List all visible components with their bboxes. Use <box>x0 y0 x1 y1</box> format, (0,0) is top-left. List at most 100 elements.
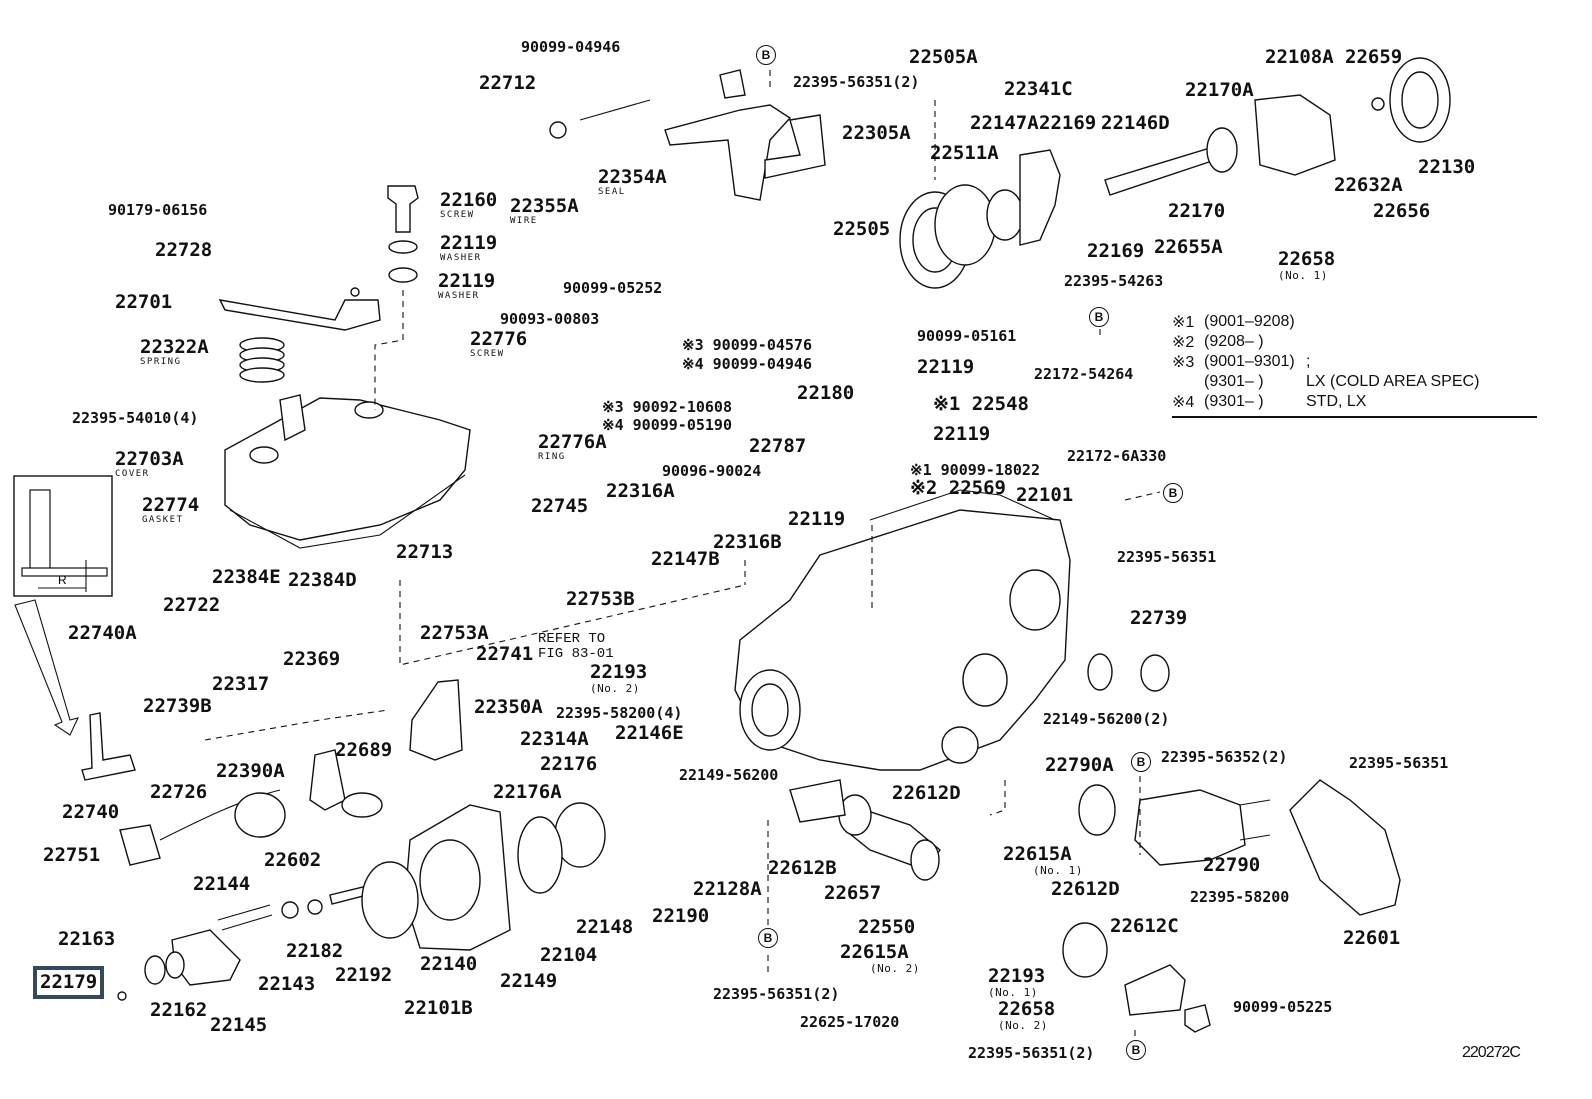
part-callout[interactable]: 22193(No. 2) <box>590 663 647 695</box>
part-callout[interactable]: 22169 <box>1039 114 1096 133</box>
part-callout[interactable]: 22739B <box>143 697 212 716</box>
part-callout[interactable]: 22341C <box>1004 80 1073 99</box>
part-callout[interactable]: 22615A(No. 2) <box>840 943 920 975</box>
part-callout[interactable]: 22740A <box>68 624 137 643</box>
part-callout[interactable]: 22384E <box>212 568 281 587</box>
part-callout[interactable]: 22395-58200(4) <box>556 706 682 721</box>
part-callout[interactable]: 22658(No. 1) <box>1278 250 1335 282</box>
part-callout[interactable]: 22193(No. 1) <box>988 967 1045 999</box>
part-callout[interactable]: ※4 90099-04946 <box>682 357 812 372</box>
part-callout[interactable]: 22701 <box>115 293 172 312</box>
part-callout[interactable]: 22751 <box>43 846 100 865</box>
part-callout[interactable]: 22147A <box>970 114 1039 133</box>
part-callout[interactable]: 22740 <box>62 803 119 822</box>
part-callout[interactable]: 22745 <box>531 497 588 516</box>
part-callout[interactable]: 22176 <box>540 755 597 774</box>
part-callout[interactable]: 22658(No. 2) <box>998 1000 1055 1032</box>
part-callout[interactable]: 22145 <box>210 1016 267 1035</box>
part-callout[interactable]: 22505 <box>833 220 890 239</box>
part-callout[interactable]: 22146E <box>615 724 684 743</box>
part-callout[interactable]: 22395-56351(2) <box>713 987 839 1002</box>
part-callout[interactable]: 22149-56200 <box>679 768 778 783</box>
part-callout[interactable]: 90099-05252 <box>563 281 662 296</box>
part-callout[interactable]: 22119 <box>917 358 974 377</box>
part-callout[interactable]: 22143 <box>258 975 315 994</box>
part-callout[interactable]: 22192 <box>335 966 392 985</box>
part-callout[interactable]: ※4 90099-05190 <box>602 418 732 433</box>
part-callout[interactable]: 90179-06156 <box>108 203 207 218</box>
part-callout[interactable]: 22144 <box>193 875 250 894</box>
part-callout[interactable]: 22741 <box>476 645 533 664</box>
part-callout[interactable]: 22169 <box>1087 242 1144 261</box>
part-callout[interactable]: 22316A <box>606 482 675 501</box>
part-callout[interactable]: 22790A <box>1045 756 1114 775</box>
part-callout[interactable]: 22180 <box>797 384 854 403</box>
part-callout[interactable]: 90099-05161 <box>917 329 1016 344</box>
part-callout[interactable]: ※1 22548 <box>933 395 1029 414</box>
part-callout[interactable]: 22395-54263 <box>1064 274 1163 289</box>
part-callout-highlighted[interactable]: 22179 <box>32 966 105 999</box>
part-callout[interactable]: 22314A <box>520 730 589 749</box>
part-callout[interactable]: 22601 <box>1343 929 1400 948</box>
part-callout[interactable]: 22612D <box>1051 880 1120 899</box>
part-callout[interactable]: 22390A <box>216 762 285 781</box>
part-callout[interactable]: 22656 <box>1373 202 1430 221</box>
part-callout[interactable]: 22722 <box>163 596 220 615</box>
part-callout[interactable]: 22632A <box>1334 176 1403 195</box>
part-callout[interactable]: 90099-05225 <box>1233 1000 1332 1015</box>
part-callout[interactable]: 22612C <box>1110 917 1179 936</box>
part-callout[interactable]: 22384D <box>288 571 357 590</box>
part-callout[interactable]: 22350A <box>474 698 543 717</box>
part-callout[interactable]: 22170A <box>1185 81 1254 100</box>
part-callout[interactable]: 22657 <box>824 884 881 903</box>
part-callout[interactable]: 22625-17020 <box>800 1015 899 1030</box>
part-callout[interactable]: 22615A(No. 1) <box>1003 845 1083 877</box>
part-callout[interactable]: 22101 <box>1016 486 1073 505</box>
part-callout[interactable]: 22395-56351 <box>1349 756 1448 771</box>
part-callout[interactable]: 22119 <box>933 425 990 444</box>
part-callout[interactable]: 22395-56352(2) <box>1161 750 1287 765</box>
part-callout[interactable]: 22659 <box>1345 48 1402 67</box>
part-callout[interactable]: 22395-56351(2) <box>968 1046 1094 1061</box>
part-callout[interactable]: 22108A <box>1265 48 1334 67</box>
part-callout[interactable]: 22612D <box>892 784 961 803</box>
part-callout[interactable]: ※1 90099-18022 <box>910 463 1040 478</box>
refer-to-figure-note[interactable]: REFER TO FIG 83-01 <box>538 632 614 662</box>
part-callout[interactable]: 22790 <box>1203 856 1260 875</box>
part-callout[interactable]: ※3 90092-10608 <box>602 400 732 415</box>
part-callout[interactable]: ※3 90099-04576 <box>682 338 812 353</box>
part-callout[interactable]: 22104 <box>540 946 597 965</box>
part-callout[interactable]: 22753A <box>420 624 489 643</box>
part-callout[interactable]: 22395-58200 <box>1190 890 1289 905</box>
part-callout[interactable]: 90096-90024 <box>662 464 761 479</box>
part-callout[interactable]: 22149 <box>500 972 557 991</box>
part-callout[interactable]: 22602 <box>264 851 321 870</box>
part-callout[interactable]: 22316B <box>713 533 782 552</box>
part-callout[interactable]: 22369 <box>283 650 340 669</box>
part-callout[interactable]: 22130 <box>1418 158 1475 177</box>
part-callout[interactable]: 22713 <box>396 543 453 562</box>
part-callout[interactable]: 22505A <box>909 48 978 67</box>
part-callout[interactable]: 22176A <box>493 783 562 802</box>
part-callout[interactable]: 22317 <box>212 675 269 694</box>
part-callout[interactable]: 22395-56351 <box>1117 550 1216 565</box>
part-callout[interactable]: 22612B <box>768 859 837 878</box>
part-callout[interactable]: 22395-54010(4) <box>72 411 198 426</box>
part-callout[interactable]: 22753B <box>566 590 635 609</box>
part-callout[interactable]: 90093-00803 <box>500 312 599 327</box>
part-callout[interactable]: 22655A <box>1154 238 1223 257</box>
part-callout[interactable]: 90099-04946 <box>521 40 620 55</box>
part-callout[interactable]: 22162 <box>150 1001 207 1020</box>
part-callout[interactable]: 22128A <box>693 880 762 899</box>
part-callout[interactable]: 22170 <box>1168 202 1225 221</box>
part-callout[interactable]: 22550 <box>858 918 915 937</box>
